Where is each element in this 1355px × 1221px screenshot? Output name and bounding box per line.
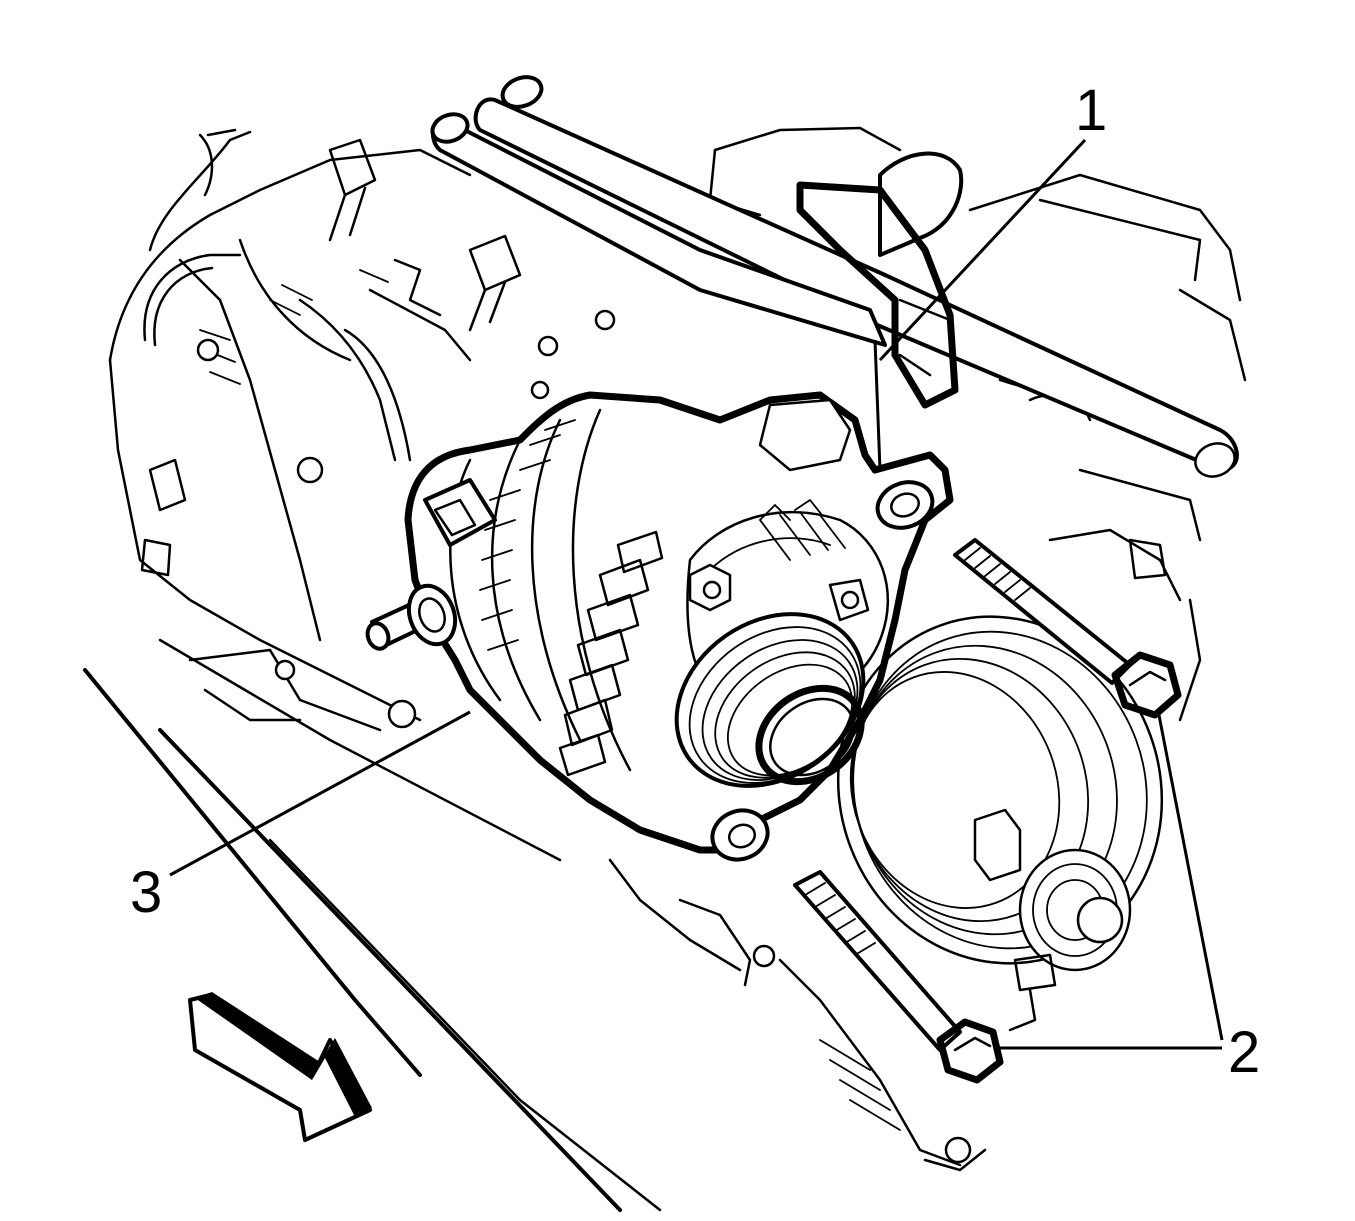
cooling-slots: [479, 419, 664, 777]
callout-1: 1: [1075, 78, 1107, 143]
alternator: [365, 391, 954, 862]
callout-3: 3: [130, 860, 162, 925]
arrow-forward-icon: [188, 992, 372, 1142]
leader-2a: [1156, 709, 1224, 1041]
leader-lines: [169, 138, 1224, 1050]
leader-1b: [873, 339, 882, 471]
mounting-bolts: [793, 538, 1182, 1084]
alternator-pulley: [674, 612, 866, 788]
lower-bolt: [793, 870, 1004, 1084]
coolant-tubes: [430, 75, 1239, 478]
leader-3: [169, 710, 471, 877]
upper-bolt: [953, 538, 1182, 719]
leader-1: [878, 138, 1087, 362]
callout-2: 2: [1228, 1020, 1260, 1085]
